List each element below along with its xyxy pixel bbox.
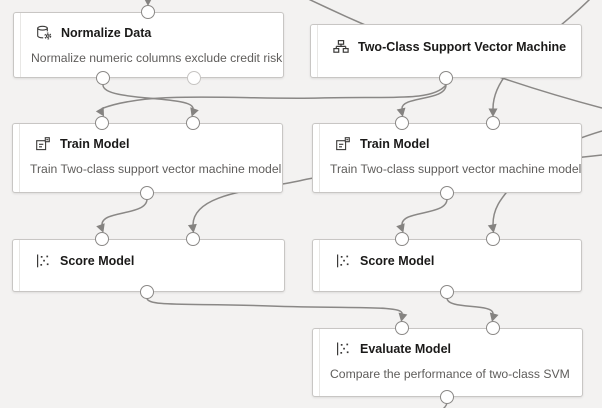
node-title: Two-Class Support Vector Machine xyxy=(358,40,567,54)
port-output[interactable] xyxy=(440,186,454,200)
port-input[interactable] xyxy=(486,116,500,130)
node-title: Train Model xyxy=(60,137,130,151)
edge[interactable] xyxy=(102,84,194,109)
node-header: Score Model xyxy=(13,240,284,269)
edge-arrowhead xyxy=(187,223,197,233)
port-input[interactable] xyxy=(186,232,200,246)
node-subtitle: Train Two-class support vector machine m… xyxy=(330,162,582,176)
port-input[interactable] xyxy=(95,232,109,246)
edge-arrowhead xyxy=(398,312,408,322)
edge-arrowhead xyxy=(396,223,405,233)
edge[interactable] xyxy=(401,198,448,225)
edge-arrowhead xyxy=(190,107,199,117)
node-subtitle: Normalize numeric columns exclude credit… xyxy=(31,51,283,65)
port-output[interactable] xyxy=(440,390,454,404)
node-header: Train Model xyxy=(13,124,282,152)
edge[interactable] xyxy=(101,198,148,225)
edge-arrowhead xyxy=(487,223,497,233)
edge-arrowhead xyxy=(144,0,152,6)
port-input[interactable] xyxy=(186,116,200,130)
edge-arrowhead xyxy=(489,312,499,322)
node-title: Score Model xyxy=(60,254,135,268)
edge[interactable] xyxy=(401,84,447,109)
port-input[interactable] xyxy=(395,116,409,130)
edge[interactable] xyxy=(446,297,494,314)
port-input[interactable] xyxy=(395,321,409,335)
edge-arrowhead xyxy=(96,223,105,233)
port-input[interactable] xyxy=(486,232,500,246)
port-output[interactable] xyxy=(140,285,154,299)
database-gear-icon xyxy=(36,25,52,41)
train-model-icon xyxy=(35,136,51,152)
train-model-icon xyxy=(335,136,351,152)
node-title: Evaluate Model xyxy=(360,342,451,356)
port-output[interactable] xyxy=(439,71,453,85)
node-header: Normalize Data xyxy=(14,13,283,41)
port-input[interactable] xyxy=(141,5,155,19)
edge[interactable] xyxy=(146,297,403,314)
node-evaluate-model[interactable]: Evaluate Model Compare the performance o… xyxy=(312,328,583,397)
node-subtitle: Compare the performance of two-class SVM xyxy=(330,367,570,381)
node-train-model-left[interactable]: Train Model Train Two-class support vect… xyxy=(12,123,283,193)
port-output[interactable] xyxy=(440,285,454,299)
port-output[interactable] xyxy=(140,186,154,200)
port-output[interactable] xyxy=(96,71,110,85)
port-input[interactable] xyxy=(395,232,409,246)
edge-arrowhead xyxy=(95,106,104,117)
edge-arrowhead xyxy=(488,108,498,117)
edge[interactable] xyxy=(101,84,447,110)
port-input[interactable] xyxy=(486,321,500,335)
node-title: Train Model xyxy=(360,137,430,151)
edge[interactable] xyxy=(428,402,448,408)
node-two-class-svm[interactable]: Two-Class Support Vector Machine xyxy=(310,24,582,78)
scatter-plot-icon xyxy=(335,341,351,357)
node-score-model-left[interactable]: Score Model xyxy=(12,239,285,292)
algorithm-hierarchy-icon xyxy=(333,39,349,55)
node-title: Score Model xyxy=(360,254,435,268)
node-normalize-data[interactable]: Normalize Data Normalize numeric columns… xyxy=(13,12,284,78)
scatter-plot-icon xyxy=(35,253,51,269)
port-input[interactable] xyxy=(95,116,109,130)
scatter-plot-icon xyxy=(335,253,351,269)
port-output[interactable] xyxy=(187,71,201,85)
node-header: Score Model xyxy=(313,240,581,269)
edge-arrowhead xyxy=(396,107,406,117)
node-train-model-right[interactable]: Train Model Train Two-class support vect… xyxy=(312,123,582,193)
node-subtitle: Train Two-class support vector machine m… xyxy=(30,162,282,176)
node-header: Evaluate Model xyxy=(313,329,582,357)
node-header: Two-Class Support Vector Machine xyxy=(311,25,581,55)
node-title: Normalize Data xyxy=(61,26,152,40)
node-header: Train Model xyxy=(313,124,581,152)
